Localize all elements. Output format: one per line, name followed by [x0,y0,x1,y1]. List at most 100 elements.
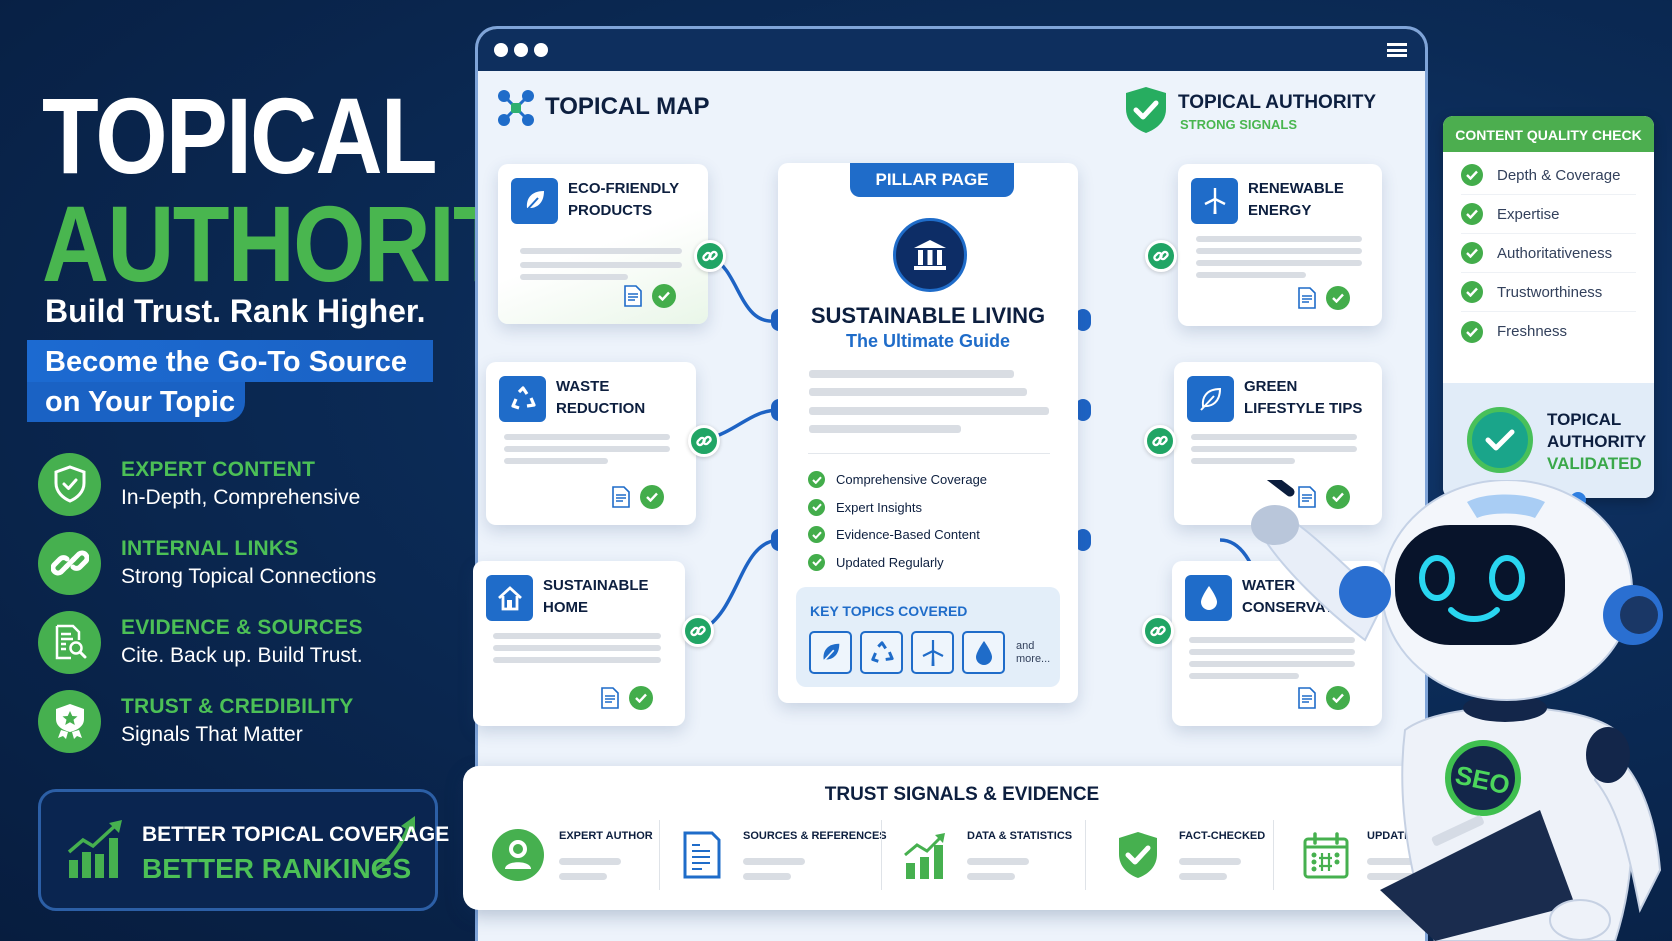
placeholder-line [809,407,1049,415]
internal-link-icon[interactable] [1142,615,1174,647]
placeholder-line [520,262,682,268]
coverage-box [38,789,438,911]
document-icon [624,285,642,307]
placeholder-line [1189,637,1355,643]
water-drop-icon [1185,575,1232,621]
document-icon [1298,486,1316,508]
check-icon [808,526,825,544]
pillar-page-tab: PILLAR PAGE [850,163,1014,197]
card-title-line2: ENERGY [1248,202,1312,219]
wind-turbine-icon [1191,178,1238,224]
coverage-line1: BETTER TOPICAL COVERAGE [142,823,450,846]
divider [659,820,660,890]
feature-subtitle: Strong Topical Connections [121,565,377,588]
check-icon [1461,164,1483,186]
placeholder-line [1196,236,1362,242]
document-icon [1298,287,1316,309]
banner-text: Become the Go-To Source on Your Topic [45,342,407,422]
internal-link-icon[interactable] [694,240,726,272]
feature-subtitle: In-Depth, Comprehensive [121,486,361,509]
check-icon [808,553,825,571]
topical-map-title: TOPICAL MAP [545,93,710,120]
document-search-icon [38,610,101,674]
placeholder-line [520,274,628,280]
window-dot[interactable] [494,43,508,57]
leaf-icon[interactable] [809,631,852,674]
connector-node [1075,399,1091,421]
placeholder-line [1196,248,1362,254]
pillar-checklist: Comprehensive Coverage Expert Insights E… [808,466,987,576]
wind-turbine-icon[interactable] [911,631,954,674]
banner-background [27,340,433,382]
calendar-icon [1299,828,1353,882]
document-icon [612,486,630,508]
placeholder-line [1196,260,1362,266]
check-icon [1326,485,1350,509]
placeholder-line [493,645,661,651]
feature-title: EXPERT CONTENT [121,458,316,481]
connector-node [1075,309,1091,331]
divider [1273,820,1274,890]
checklist-item: Expert Insights [808,494,987,522]
leaf-icon [511,178,558,224]
card-title-line1: ECO-FRIENDLY [568,180,680,197]
topical-map-icon [498,90,534,126]
award-star-icon [38,689,101,753]
house-icon [486,575,533,621]
window-dot[interactable] [534,43,548,57]
card-title-line2: LIFESTYLE TIPS [1244,400,1363,417]
connector-node [1075,529,1091,551]
internal-link-icon[interactable] [682,615,714,647]
leaf-outline-icon [1187,376,1234,422]
quality-item: Freshness [1461,312,1636,351]
recycle-icon[interactable] [860,631,903,674]
quality-item: Depth & Coverage [1461,156,1636,195]
document-icon [601,687,619,709]
arrow-up-icon [373,816,415,872]
validated-line3: VALIDATED [1547,454,1642,473]
check-icon [1326,286,1350,310]
card-title-line1: GREEN [1244,378,1298,395]
divider [808,453,1050,454]
banner-line2: on Your Topic [45,386,236,418]
document-icon [675,828,729,882]
cluster-card-green-lifestyle-tips[interactable]: GREEN LIFESTYLE TIPS [1174,362,1382,525]
placeholder-line [1191,458,1295,464]
window-dot[interactable] [514,43,528,57]
placeholder-line [1189,661,1355,667]
document-icon [1298,687,1316,709]
validated-check-icon [1467,407,1533,473]
pillar-page-card[interactable]: PILLAR PAGE SUSTAINABLE LIVING The Ultim… [778,163,1078,703]
user-avatar-icon [491,828,545,882]
check-icon [1461,203,1483,225]
trust-signals-panel: TRUST SIGNALS & EVIDENCE EXPERT AUTHOR S… [463,766,1461,910]
card-title-line1: SUSTAINABLE [543,577,649,594]
banner-line1: Become the Go-To Source [45,346,408,378]
authority-subtitle: STRONG SIGNALS [1180,117,1298,132]
shield-check-icon [38,452,101,516]
hamburger-menu-icon[interactable] [1387,43,1407,57]
internal-link-icon[interactable] [1145,240,1177,272]
divider [881,820,882,890]
feature-expert-content: EXPERT CONTENT In-Depth, Comprehensive [38,451,418,517]
pillar-subtitle: The Ultimate Guide [845,331,1011,351]
card-title-line1: WASTE [556,378,610,395]
placeholder-line [1189,649,1355,655]
shield-check-icon [1111,828,1165,882]
placeholder-line [1196,272,1306,278]
internal-link-icon[interactable] [688,425,720,457]
internal-link-icon[interactable] [1144,425,1176,457]
placeholder-line [1191,446,1357,452]
checklist-item: Evidence-Based Content [808,521,987,549]
water-drop-icon[interactable] [962,631,1005,674]
feature-subtitle: Signals That Matter [121,723,303,746]
checklist-item: Comprehensive Coverage [808,466,987,494]
